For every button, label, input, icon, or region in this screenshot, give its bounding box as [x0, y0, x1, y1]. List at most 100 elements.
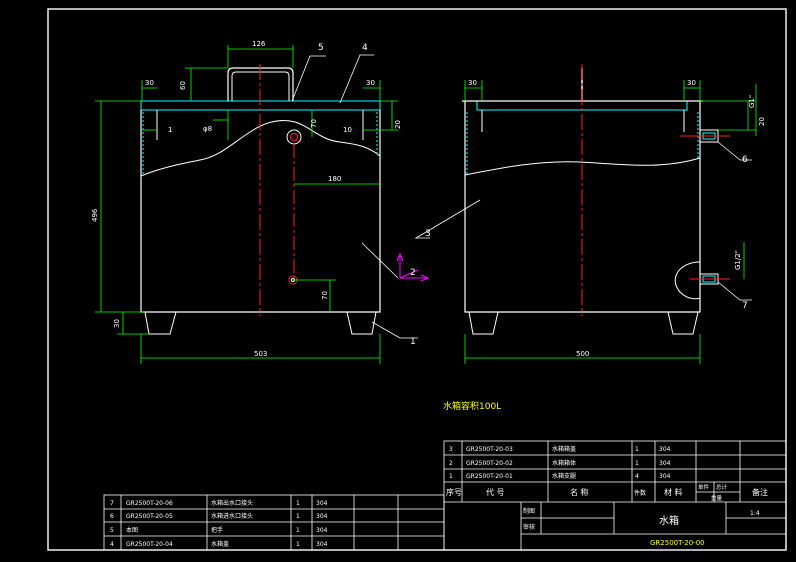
svg-text:7: 7 — [110, 500, 114, 507]
svg-text:GR2500T-20-01: GR2500T-20-01 — [466, 473, 513, 480]
leaders — [291, 54, 752, 339]
parts-row-3: 3 GR2500T-20-03 水箱箱盖 1 304 — [449, 445, 671, 453]
svg-text:水箱箱盖: 水箱箱盖 — [552, 445, 576, 453]
tank-body-side — [464, 101, 701, 313]
dim-500: 500 — [576, 350, 589, 358]
dim-70-bottom: 70 — [321, 291, 329, 300]
dim-60: 60 — [179, 81, 187, 90]
svg-text:1: 1 — [296, 513, 300, 520]
svg-text:5: 5 — [110, 527, 114, 534]
svg-text:4: 4 — [635, 473, 639, 480]
balloon-5: 5 — [318, 43, 324, 53]
dim-503: 503 — [254, 350, 267, 358]
svg-text:名 称: 名 称 — [570, 487, 589, 497]
capacity-caption: 水箱容积100L — [443, 400, 501, 412]
designer-label: 制图 — [523, 507, 535, 515]
dim-20: 20 — [394, 120, 402, 129]
dim-g12: G1/2" — [734, 250, 742, 270]
dim-30-leg: 30 — [113, 319, 121, 328]
svg-text:总计: 总计 — [716, 483, 728, 491]
svg-text:备注: 备注 — [752, 487, 768, 497]
parts-row-2: 2 GR2500T-20-02 水箱箱体 1 304 — [449, 459, 671, 467]
ucs-icon — [396, 252, 430, 282]
front-dim-labels: 126 30 60 30 1 φ8 70 10 20 180 496 30 70… — [91, 40, 402, 358]
svg-text:6: 6 — [110, 513, 114, 520]
svg-text:1: 1 — [296, 541, 300, 548]
svg-text:GR2500T-20-04: GR2500T-20-04 — [126, 541, 173, 548]
svg-text:GR2500T-20-05: GR2500T-20-05 — [126, 513, 173, 520]
dim-1-left: 1 — [168, 126, 172, 134]
parts-row-1: 1 GR2500T-20-01 水箱支腿 4 304 — [449, 472, 671, 480]
side-dim-labels: 30 30 20 G1" G1/2" 500 — [468, 79, 766, 358]
dim-496: 496 — [91, 208, 99, 222]
side-view — [462, 64, 730, 335]
parts-row-6: 6 GR2500T-20-05 水箱进水口接头 1 304 — [110, 512, 328, 520]
title-block-text: 3 GR2500T-20-03 水箱箱盖 1 304 2 GR2500T-20-… — [110, 445, 768, 548]
svg-text:304: 304 — [316, 541, 328, 548]
svg-text:件数: 件数 — [634, 489, 646, 497]
dim-180: 180 — [328, 175, 341, 183]
parts-row-5: 5 本图 把手 1 304 — [110, 526, 328, 534]
svg-text:重量: 重量 — [711, 494, 723, 502]
dim-30-side-right: 30 — [687, 79, 696, 87]
front-dimensions — [95, 45, 398, 364]
svg-text:304: 304 — [659, 460, 671, 467]
tank-body-front — [140, 110, 381, 313]
svg-text:GR2500T-20-06: GR2500T-20-06 — [126, 500, 173, 507]
leg-left-front — [144, 311, 177, 335]
svg-text:序号: 序号 — [446, 487, 462, 497]
svg-text:1: 1 — [296, 527, 300, 534]
balloon-7: 7 — [742, 301, 748, 311]
svg-text:单件: 单件 — [698, 483, 710, 491]
leg-right-side — [667, 311, 699, 335]
parts-row-7: 7 GR2500T-20-06 水箱出水口接头 1 304 — [110, 499, 328, 507]
title-block-lines — [103, 440, 787, 551]
balloon-3: 3 — [425, 229, 431, 239]
dim-30-right: 30 — [366, 79, 375, 87]
svg-text:1: 1 — [449, 473, 453, 480]
view-label-2: 2 — [410, 268, 416, 278]
break-line-front — [140, 119, 381, 177]
drawing-scale: 1:4 — [750, 510, 760, 517]
svg-text:304: 304 — [316, 513, 328, 520]
svg-text:1: 1 — [635, 460, 639, 467]
svg-text:水箱箱体: 水箱箱体 — [552, 459, 576, 467]
dim-10: 10 — [343, 126, 352, 134]
break-line-side — [464, 157, 701, 176]
checker-label: 审核 — [523, 523, 535, 531]
svg-text:水箱盖: 水箱盖 — [211, 540, 229, 548]
svg-text:4: 4 — [110, 541, 114, 548]
dim-126: 126 — [252, 40, 266, 48]
side-dimensions — [464, 80, 757, 364]
svg-text:代 号: 代 号 — [486, 487, 505, 497]
balloon-labels: 5 4 3 1 6 7 — [318, 43, 748, 347]
svg-text:3: 3 — [449, 446, 453, 453]
svg-text:1: 1 — [296, 500, 300, 507]
svg-text:GR2500T-20-02: GR2500T-20-02 — [466, 460, 513, 467]
parts-header: 序号 代 号 名 称 件数 材 料 单件 总计 重量 备注 — [446, 483, 768, 502]
balloon-6: 6 — [742, 155, 748, 165]
svg-text:304: 304 — [316, 527, 328, 534]
balloon-1: 1 — [410, 337, 416, 347]
svg-text:1: 1 — [635, 446, 639, 453]
leg-left-side — [468, 311, 499, 335]
leg-right-front — [346, 311, 377, 335]
svg-text:304: 304 — [659, 473, 671, 480]
parts-row-4: 4 GR2500T-20-04 水箱盖 1 304 — [110, 540, 328, 548]
dim-phi8: φ8 — [203, 125, 212, 133]
svg-text:本图: 本图 — [126, 526, 138, 534]
svg-text:GR2500T-20-03: GR2500T-20-03 — [466, 446, 513, 453]
drawing-title: 水箱 — [659, 514, 679, 527]
svg-text:304: 304 — [316, 500, 328, 507]
dim-30-left: 30 — [145, 79, 154, 87]
dim-g1: G1" — [748, 95, 756, 108]
svg-text:水箱支腿: 水箱支腿 — [552, 472, 576, 480]
front-view — [140, 64, 381, 335]
dim-20-side: 20 — [758, 117, 766, 126]
balloon-4: 4 — [362, 43, 368, 53]
svg-text:材 料: 材 料 — [664, 487, 683, 497]
svg-text:2: 2 — [449, 460, 453, 467]
svg-text:水箱出水口接头: 水箱出水口接头 — [211, 499, 253, 507]
svg-text:304: 304 — [659, 446, 671, 453]
inlet-port-front — [286, 129, 302, 145]
